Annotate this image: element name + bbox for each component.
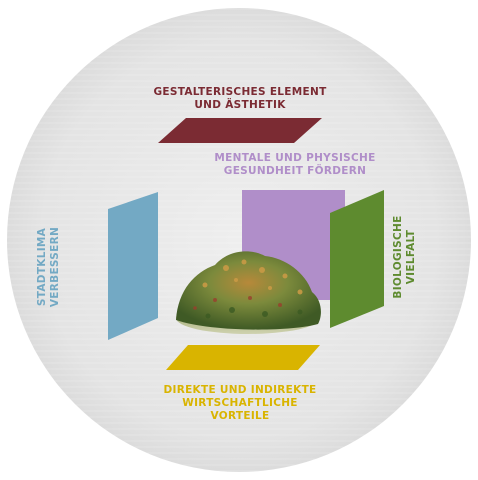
label-aesthetics-line1: GESTALTERISCHES ELEMENT (153, 86, 327, 98)
label-aesthetics: GESTALTERISCHES ELEMENT UND ÄSTHETIK (130, 86, 350, 112)
label-aesthetics-line2: UND ÄSTHETIK (194, 99, 286, 111)
label-health: MENTALE UND PHYSISCHE GESUNDHEIT FÖRDERN (195, 152, 395, 178)
label-city-climate-line1: STADTKLIMA (36, 227, 48, 307)
label-biodiversity-line1: BIOLOGISCHE (392, 215, 404, 299)
plant-image (176, 251, 321, 334)
label-economic: DIREKTE UND INDIREKTE WIRTSCHAFTLICHE VO… (130, 384, 350, 423)
label-biodiversity-line2: VIELFALT (405, 229, 417, 285)
label-health-line2: GESUNDHEIT FÖRDERN (223, 165, 367, 177)
right-panel (330, 190, 384, 328)
label-economic-line2: WIRTSCHAFTLICHE (182, 397, 298, 409)
label-biodiversity: BIOLOGISCHE VIELFALT (392, 207, 418, 307)
label-economic-line3: VORTEILE (210, 410, 270, 422)
bottom-panel (166, 345, 320, 370)
label-health-line1: MENTALE UND PHYSISCHE (214, 152, 376, 164)
label-city-climate-line2: VERBESSERN (49, 226, 61, 308)
label-city-climate: STADTKLIMA VERBESSERN (36, 221, 62, 313)
label-economic-line1: DIREKTE UND INDIREKTE (163, 384, 317, 396)
top-panel (158, 118, 322, 143)
left-panel (108, 192, 158, 340)
background-texture (7, 8, 471, 472)
